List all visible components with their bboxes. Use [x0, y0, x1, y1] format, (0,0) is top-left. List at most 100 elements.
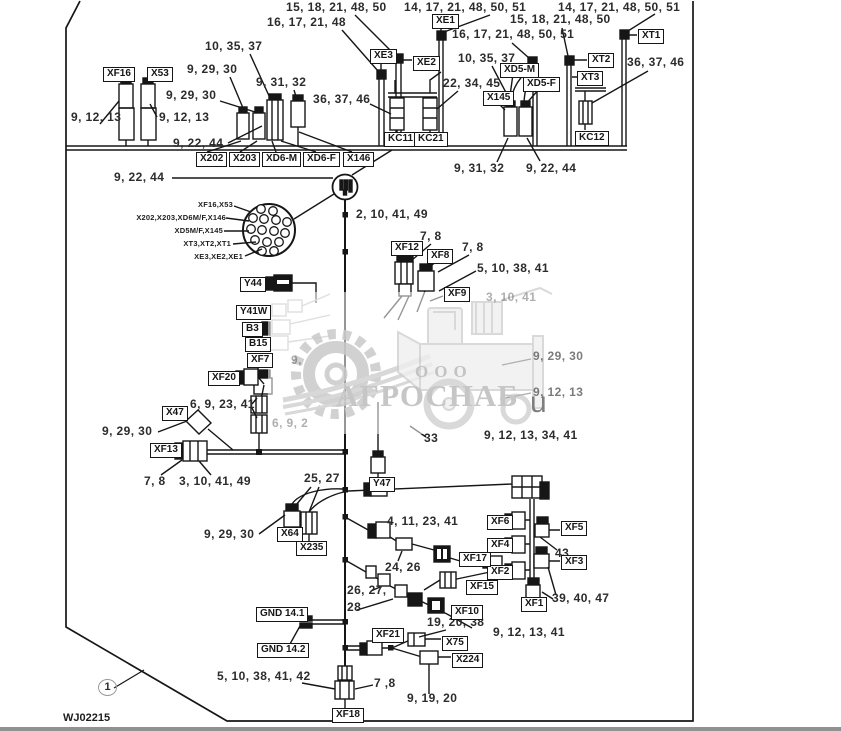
connector-box-x235: X235: [296, 541, 328, 556]
connector-box-xt3: XT3: [577, 71, 604, 86]
connector-box-kc21: KC21: [414, 132, 448, 147]
wire-number-callout: 9, 29, 30: [533, 349, 584, 363]
connector-box-x224: X224: [452, 653, 484, 668]
pin-group-label: XF16,X53: [198, 200, 233, 209]
connector-box-x145: X145: [483, 91, 515, 106]
wire-number-callout: 15, 18, 21, 48, 50: [510, 12, 611, 26]
wire-number-callout: 7 ,8: [374, 676, 396, 690]
drawing-code: WJ02215: [63, 712, 111, 724]
wire-number-callout: 9, 19, 20: [407, 691, 458, 705]
wire-number-callout: 5, 10, 38, 41: [477, 261, 549, 275]
connector-box-xf17: XF17: [459, 552, 491, 567]
connector-box-x64: X64: [277, 527, 303, 542]
connector-box-y47: Y47: [369, 477, 395, 492]
wire-number-callout: 9,: [291, 353, 302, 367]
watermark-graphic: [268, 286, 568, 434]
wire-number-callout: 25, 27: [304, 471, 340, 485]
connector-box-xd6-f: XD6-F: [303, 152, 340, 167]
wire-number-callout: 9, 12, 13: [71, 110, 122, 124]
wire-number-callout: 39, 40, 47: [552, 591, 610, 605]
connector-box-x146: X146: [343, 152, 375, 167]
connector-box-xf16: XF16: [103, 67, 135, 82]
pin-group-label: XT3,XT2,XT1: [183, 239, 231, 248]
connector-box-xf20: XF20: [208, 371, 240, 386]
connector-box-xf9: XF9: [444, 287, 471, 302]
connector-box-xf8: XF8: [427, 249, 454, 264]
connector-box-xf12: XF12: [391, 241, 423, 256]
watermark-company-name: АГРОСНАБ: [336, 378, 519, 413]
connector-box-x47: X47: [162, 406, 188, 421]
wire-number-callout: 7, 8: [420, 229, 442, 243]
wire-number-callout: 6, 9, 2: [272, 416, 309, 430]
connector-box-b15: B15: [245, 337, 272, 352]
connector-box-xe3: XE3: [370, 49, 397, 64]
wire-number-callout: 9, 31, 32: [256, 75, 307, 89]
bottom-edge-strip: [0, 727, 841, 731]
connector-box-xf5: XF5: [561, 521, 588, 536]
wire-number-callout: 15, 18, 21, 48, 50: [286, 0, 387, 14]
pin-group-label: XE3,XE2,XE1: [194, 252, 243, 261]
connector-box-xf7: XF7: [247, 353, 274, 368]
wire-number-callout: 14, 17, 21, 48, 50, 51: [558, 0, 681, 14]
connector-box-x202: X202: [196, 152, 228, 167]
pin-group-label: X202,X203,XD6M/F,X146: [136, 213, 226, 222]
wire-number-callout: 36, 37, 46: [313, 92, 371, 106]
wire-number-callout: 10, 35, 37: [205, 39, 263, 53]
connector-box-x53: X53: [147, 67, 173, 82]
wire-number-callout: 3, 10, 41: [486, 290, 537, 304]
connector-box-gnd-14-1: GND 14.1: [256, 607, 309, 622]
connector-box-xt2: XT2: [588, 53, 615, 68]
wire-number-callout: 9, 22, 44: [173, 136, 224, 150]
wire-number-callout: 16, 17, 21, 48: [267, 15, 346, 29]
connector-box-xd5-m: XD5-M: [500, 63, 540, 78]
wire-number-callout: 6, 9, 23, 41: [190, 397, 255, 411]
wire-number-callout: 16, 17, 21, 48, 50, 51: [452, 27, 575, 41]
wire-number-callout: 9, 22, 44: [114, 170, 165, 184]
wire-number-callout: 24, 26: [385, 560, 421, 574]
wire-number-callout: 36, 37, 46: [627, 55, 685, 69]
wire-number-callout: 33: [424, 431, 439, 445]
watermark-suffix-letter: u: [530, 386, 547, 419]
connector-box-xf18: XF18: [332, 708, 364, 723]
wire-number-callout: 9, 29, 30: [204, 527, 255, 541]
connector-box-x203: X203: [229, 152, 261, 167]
connector-box-kc11: KC11: [384, 132, 418, 147]
connector-box-b3: B3: [242, 322, 263, 337]
connector-box-xf3: XF3: [561, 555, 588, 570]
wire-number-callout: 9, 12, 13: [159, 110, 210, 124]
connector-box-y41w: Y41W: [236, 305, 272, 320]
connector-box-y44: Y44: [240, 277, 266, 292]
connector-box-xf4: XF4: [487, 538, 514, 553]
connector-box-xf6: XF6: [487, 515, 514, 530]
wire-number-callout: 22, 34, 45: [443, 76, 501, 90]
pin-group-label: XD5M/F,X145: [174, 226, 223, 235]
wire-number-callout: 26, 27,: [347, 583, 387, 597]
wire-number-callout: 2, 10, 41, 49: [356, 207, 428, 221]
connector-box-x75: X75: [442, 636, 468, 651]
connector-box-xe2: XE2: [413, 56, 440, 71]
connector-box-xd5-f: XD5-F: [523, 77, 560, 92]
wire-number-callout: 9, 12, 13, 41: [493, 625, 565, 639]
wire-number-callout: 9, 29, 30: [166, 88, 217, 102]
wire-number-callout: 14, 17, 21, 48, 50, 51: [404, 0, 527, 14]
connector-box-xd6-m: XD6-M: [262, 152, 302, 167]
wire-number-callout: 7, 8: [144, 474, 166, 488]
connector-box-xt1: XT1: [638, 29, 665, 44]
connector-box-xf13: XF13: [150, 443, 182, 458]
wire-number-callout: 9, 12, 13: [533, 385, 584, 399]
wire-number-callout: 9, 31, 32: [454, 161, 505, 175]
wire-number-callout: 9, 12, 13, 34, 41: [484, 428, 578, 442]
wire-number-callout: 5, 10, 38, 41, 42: [217, 669, 311, 683]
item-callout-1: 1: [98, 679, 117, 696]
wire-number-callout: 28: [347, 600, 362, 614]
wire-number-callout: 9, 29, 30: [187, 62, 238, 76]
connector-box-xf2: XF2: [487, 565, 514, 580]
connector-box-xf21: XF21: [372, 628, 404, 643]
connector-box-kc12: KC12: [575, 131, 609, 146]
connector-box-xf1: XF1: [521, 597, 548, 612]
wire-number-callout: 3, 10, 41, 49: [179, 474, 251, 488]
wire-number-callout: 4, 11, 23, 41: [387, 514, 459, 528]
connector-box-xf15: XF15: [466, 580, 498, 595]
